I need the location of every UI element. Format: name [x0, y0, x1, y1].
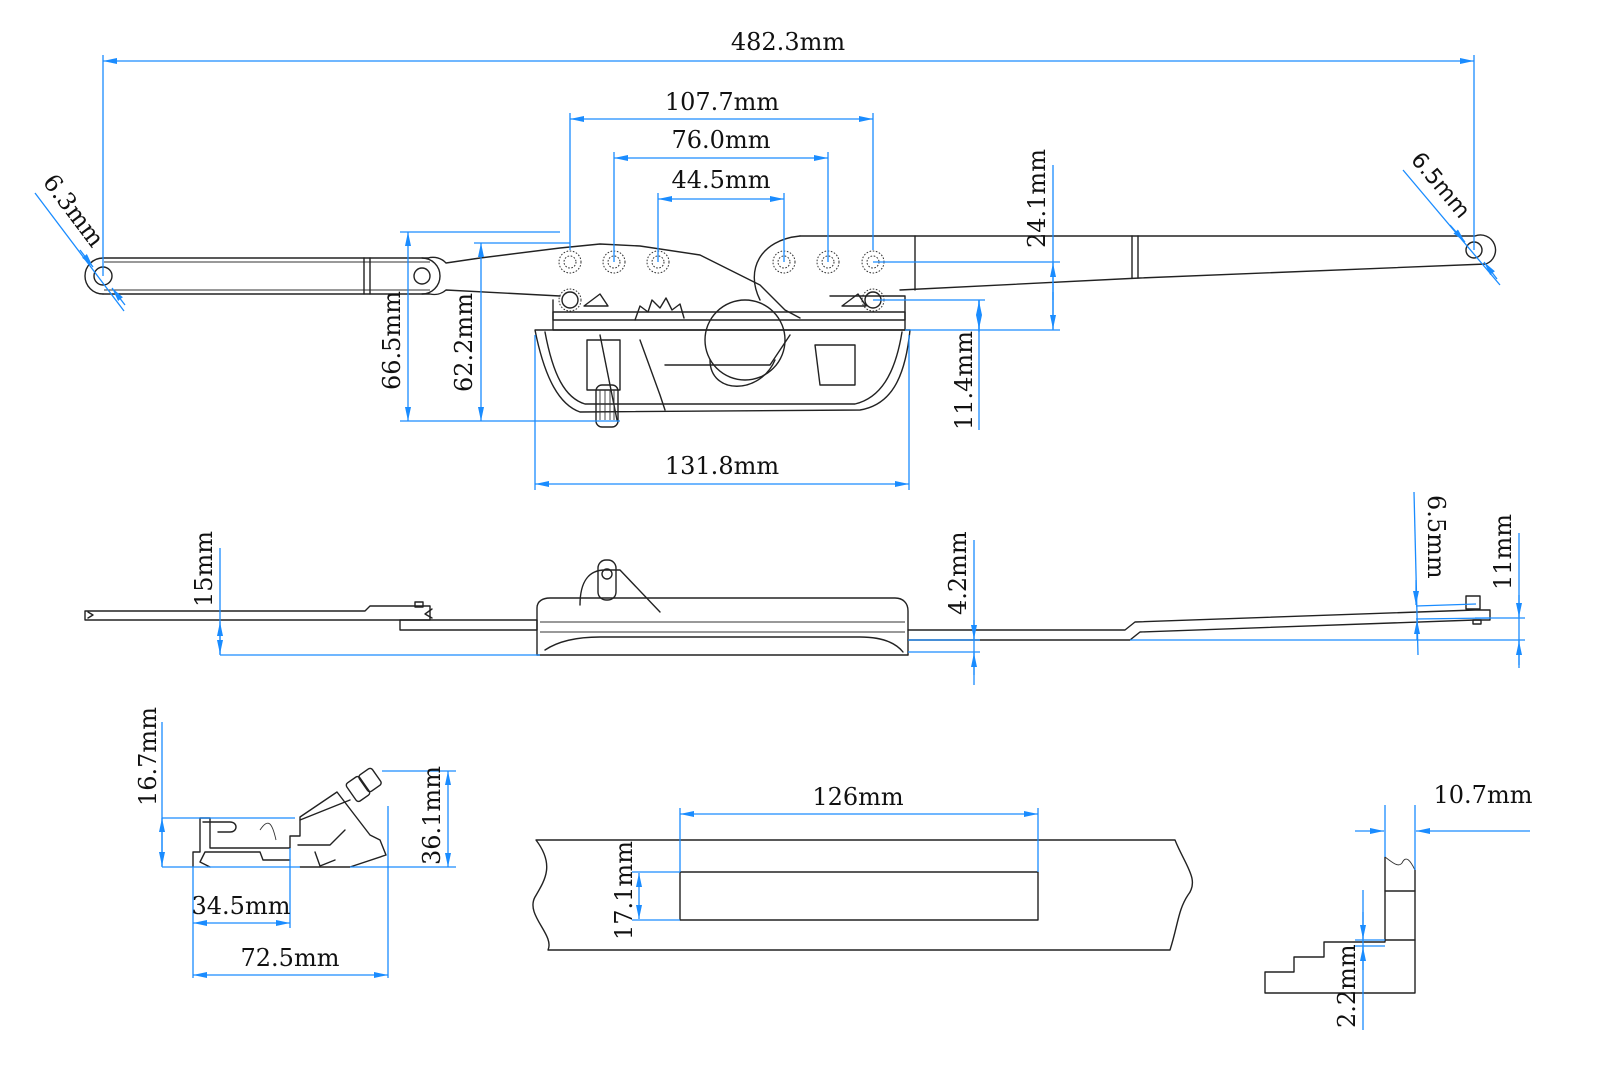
cutout-slot — [679, 871, 1039, 921]
dim-label-body-height: 62.2mm — [450, 293, 478, 392]
dim-left-arm-height: 15mm — [190, 531, 540, 656]
dim-right-arm-rise: 11mm — [1130, 514, 1525, 668]
dim-label-right-stud-height: 6.5mm — [1422, 495, 1450, 579]
dim-body-height: 62.2mm — [450, 242, 570, 421]
dim-base-depth: 34.5mm — [192, 848, 291, 978]
dim-arm-offset: 24.1mm — [873, 149, 1060, 331]
dim-hole-spacing-inner: 44.5mm — [657, 166, 785, 262]
dim-label-sash-width: 10.7mm — [1434, 781, 1533, 809]
dim-total-height: 36.1mm — [350, 766, 456, 868]
dim-label-total-height: 36.1mm — [418, 766, 446, 865]
dim-label-base-thickness: 4.2mm — [944, 531, 972, 615]
mounting-holes — [558, 250, 885, 312]
dim-label-lower-height: 16.7mm — [134, 707, 162, 806]
side-view: 15mm 4.2mm 6.5mm 11mm — [84, 491, 1525, 685]
dim-right-stud-height: 6.5mm — [1413, 491, 1491, 656]
dim-label-total-depth: 72.5mm — [241, 944, 340, 972]
dim-label-right-arm-rise: 11mm — [1489, 514, 1517, 590]
dim-label-hole-spacing-middle: 76.0mm — [672, 126, 771, 154]
dim-base-thickness: 4.2mm — [908, 531, 980, 685]
left-arm — [84, 243, 801, 319]
right-arm — [753, 234, 1497, 301]
dim-step-height: 2.2mm — [1333, 890, 1385, 1030]
dim-label-hole-spacing-outer: 107.7mm — [665, 88, 779, 116]
dim-hole-spacing-outer: 107.7mm — [569, 88, 874, 250]
dim-label-base-width: 131.8mm — [665, 452, 779, 480]
dim-hole-spacing-middle: 76.0mm — [613, 126, 829, 262]
dim-base-width: 131.8mm — [534, 335, 910, 490]
end-view: 16.7mm 36.1mm 34.5mm 72.5mm — [134, 707, 456, 978]
dim-overall-length: 482.3mm — [102, 28, 1475, 276]
dim-label-cutout-width: 17.1mm — [610, 841, 638, 940]
dim-right-hole: 6.5mm — [1402, 148, 1501, 286]
dim-cutout-length: 126mm — [679, 783, 1039, 872]
profile-view: 10.7mm 2.2mm — [1264, 781, 1533, 1030]
dim-total-depth: 72.5mm — [193, 806, 389, 978]
cutout-view: 126mm 17.1mm — [532, 783, 1194, 951]
dim-label-cutout-length: 126mm — [812, 783, 904, 811]
dim-label-overall-height: 66.5mm — [378, 291, 406, 390]
dim-cutout-width: 17.1mm — [610, 841, 680, 940]
middle-pivot-hole — [413, 267, 431, 285]
dim-label-base-hole-offset: 11.4mm — [950, 331, 978, 430]
dim-base-hole-offset: 11.4mm — [873, 299, 985, 430]
dim-label-step-height: 2.2mm — [1333, 944, 1361, 1028]
dim-label-hole-spacing-inner: 44.5mm — [672, 166, 771, 194]
dim-overall-height: 66.5mm — [378, 231, 620, 422]
operator-body — [534, 293, 911, 428]
dim-label-left-arm-height: 15mm — [190, 531, 218, 607]
dim-lower-height: 16.7mm — [134, 707, 300, 868]
dim-label-base-depth: 34.5mm — [192, 892, 291, 920]
dim-label-overall-length: 482.3mm — [731, 28, 845, 56]
dim-sash-width: 10.7mm — [1355, 781, 1533, 870]
dim-label-arm-offset: 24.1mm — [1023, 149, 1051, 248]
top-view: 482.3mm 6.3mm 6.5mm 107.7mm 76.0mm — [34, 28, 1501, 490]
